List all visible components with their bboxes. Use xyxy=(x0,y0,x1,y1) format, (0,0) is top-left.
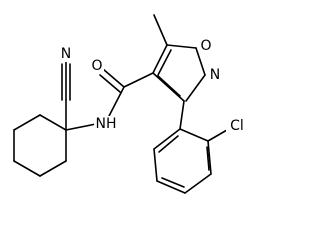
carbonyl-ring-bond xyxy=(123,72,154,88)
isoxazole-ring xyxy=(152,44,206,102)
svg-text:N: N xyxy=(210,67,220,83)
cyclohexane-ring xyxy=(13,114,67,177)
chlorine-bond xyxy=(207,129,228,142)
carbonyl-double-bond xyxy=(99,68,125,93)
atom-o-ring: O xyxy=(199,38,214,54)
chemical-structure: N O NH O N Cl xyxy=(13,14,248,194)
svg-text:NH: NH xyxy=(96,116,117,132)
atom-n-amide: NH xyxy=(94,116,118,132)
atom-n-nitrile: N xyxy=(59,46,73,62)
atom-o-carbonyl: O xyxy=(89,58,104,74)
methyl-bond xyxy=(153,14,168,46)
structure-canvas: N O NH O N Cl xyxy=(13,14,248,194)
svg-text:O: O xyxy=(91,58,102,74)
ring-phenyl-bond xyxy=(179,100,185,130)
svg-text:O: O xyxy=(200,38,211,54)
n-carbonyl-bond xyxy=(107,86,125,119)
chlorophenyl-ring xyxy=(153,128,212,194)
atom-n-ring: N xyxy=(208,67,223,83)
svg-text:Cl: Cl xyxy=(230,118,244,134)
svg-text:N: N xyxy=(61,46,71,62)
nitrile-group xyxy=(61,61,71,131)
atom-chlorine: Cl xyxy=(226,118,248,135)
c-n-bond xyxy=(65,123,97,131)
